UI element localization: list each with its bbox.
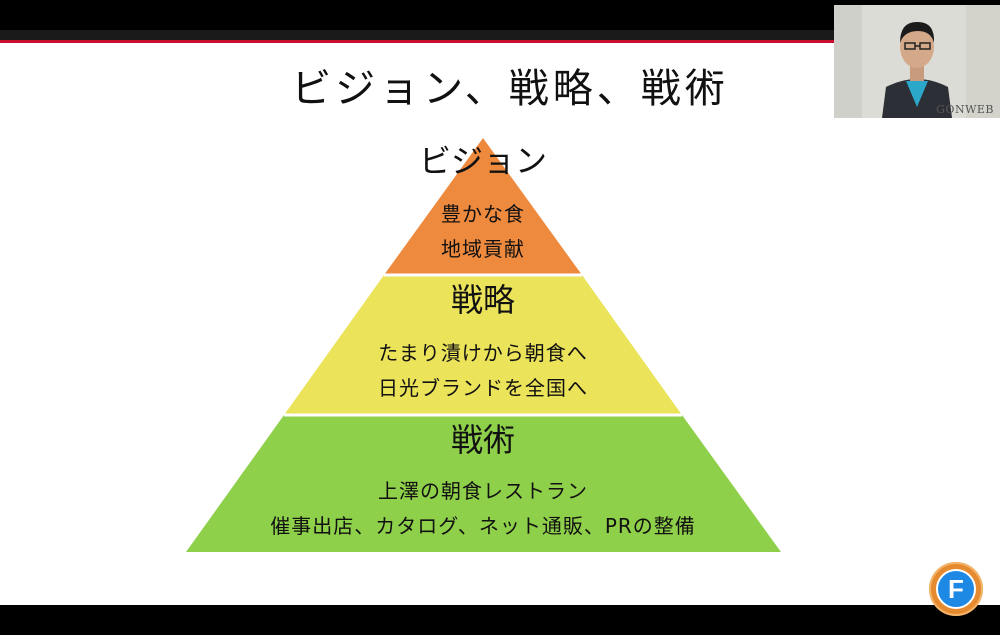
- f-logo-icon: F: [929, 562, 983, 616]
- slide-accent-bar: [0, 30, 1000, 43]
- strategy-line-1: たまり漬けから朝食へ: [378, 341, 588, 365]
- letterbox-top: [0, 0, 1000, 30]
- pyramid-diagram: [186, 138, 781, 552]
- vision-heading: ビジョン: [418, 142, 547, 180]
- tactics-line-1: 上澤の朝食レストラン: [378, 479, 588, 503]
- slide-title: ビジョン、戦略、戦術: [291, 66, 729, 112]
- vision-line-1: 豊かな食: [441, 202, 525, 226]
- strategy-line-2: 日光ブランドを全国へ: [378, 376, 588, 400]
- pyramid-tier-strategy: [284, 275, 682, 415]
- presenter-video: GONWEB: [834, 5, 1000, 118]
- presentation-slide: ビジョン、戦略、戦術 ビジョン 豊かな食 地域貢献 戦略 たまり漬けから朝食へ …: [0, 30, 1000, 605]
- presenter-brand-label: GONWEB: [936, 103, 994, 116]
- presenter-figure: [834, 5, 1000, 118]
- letterbox-bottom: [0, 605, 1000, 635]
- f-logo-letter: F: [936, 569, 976, 609]
- tactics-line-2: 催事出店、カタログ、ネット通販、PRの整備: [270, 514, 696, 538]
- pyramid-tier-vision: [384, 138, 582, 275]
- vision-line-2: 地域貢献: [441, 237, 525, 261]
- tactics-heading: 戦術: [450, 421, 515, 459]
- pyramid-tier-tactics: [186, 415, 781, 552]
- strategy-heading: 戦略: [450, 281, 515, 319]
